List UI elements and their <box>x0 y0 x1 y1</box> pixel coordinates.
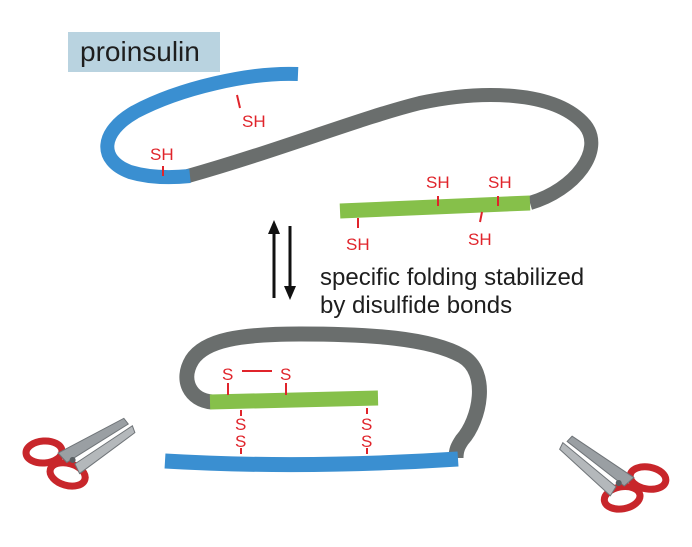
s-label: S <box>361 415 372 434</box>
sh-label: SH <box>426 173 450 192</box>
sh-label: SH <box>468 230 492 249</box>
caption-line: specific folding stabilized <box>320 264 585 291</box>
equilibrium-arrows-icon <box>268 220 296 300</box>
b-chain-bottom <box>164 451 459 473</box>
s-label: S <box>235 432 246 451</box>
diagram-title: proinsulin <box>80 36 200 67</box>
scissors-icon <box>24 418 139 494</box>
c-peptide-bottom <box>179 326 487 459</box>
b-chain-top <box>100 66 299 185</box>
c-peptide-top <box>186 88 599 210</box>
s-label: S <box>222 365 233 384</box>
disulfide-intrachain <box>227 370 287 395</box>
sh-ticks-top <box>162 94 499 228</box>
sh-label: SH <box>242 112 266 131</box>
disulfide-interchain <box>240 408 368 454</box>
sh-label: SH <box>346 235 370 254</box>
s-label: S <box>235 415 246 434</box>
sh-label: SH <box>150 145 174 164</box>
a-chain-top <box>339 195 531 219</box>
caption-line: by disulfide bonds <box>320 292 513 319</box>
folding-caption: specific folding stabilized by disulfide… <box>320 264 584 320</box>
s-label: S <box>361 432 372 451</box>
sh-label: SH <box>488 173 512 192</box>
scissors-icon <box>550 434 670 521</box>
proinsulin-folded: S S S S S S <box>164 326 487 473</box>
proinsulin-unfolded: SH SH SH SH SH SH <box>100 66 599 254</box>
s-label: S <box>280 365 291 384</box>
a-chain-bottom <box>209 390 379 410</box>
title-box <box>68 32 220 72</box>
